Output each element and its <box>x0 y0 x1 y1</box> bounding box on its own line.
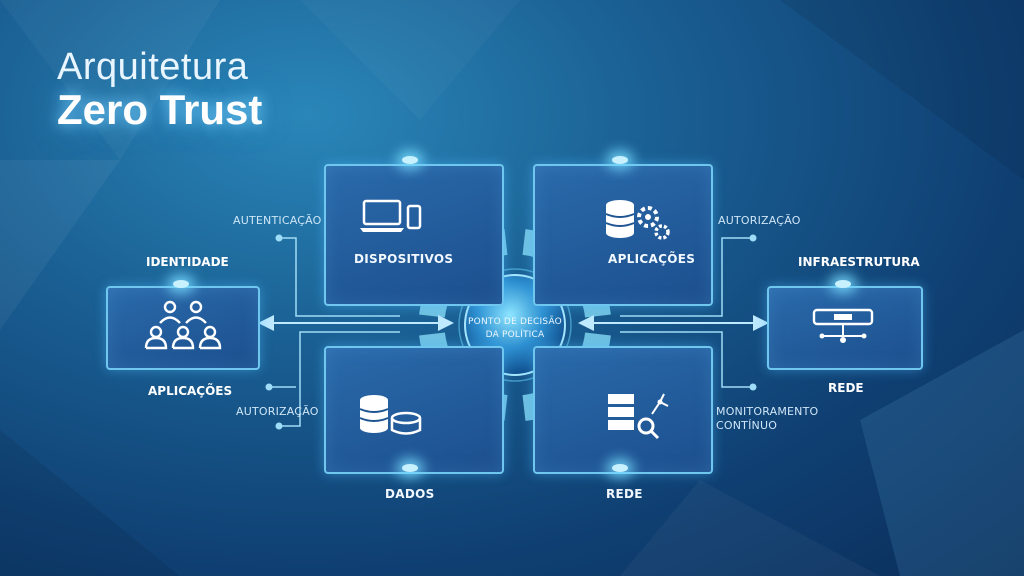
panel-label-dispositivos: DISPOSITIVOS <box>354 252 454 266</box>
title-line2: Zero Trust <box>57 86 263 133</box>
glow-bottom-right <box>612 464 628 472</box>
label-aplicacoes-left: APLICAÇÕES <box>148 384 233 398</box>
connector-autorizacao-right: AUTORIZAÇÃO <box>718 214 801 227</box>
glow-bottom-left <box>402 464 418 472</box>
panel-rede <box>533 346 713 474</box>
label-dados: DADOS <box>385 487 435 501</box>
network-device-icon <box>812 308 874 343</box>
database-gears-icon <box>605 200 670 240</box>
users-group-icon <box>144 300 222 350</box>
panel-dispositivos <box>324 164 504 306</box>
label-rede-right: REDE <box>828 381 864 395</box>
laptop-phone-icon <box>360 199 422 232</box>
glow-top-right <box>612 156 628 164</box>
glow-right-box <box>835 280 851 288</box>
glow-left-box <box>173 280 189 288</box>
label-infraestrutura: INFRAESTRUTURA <box>798 255 920 269</box>
label-rede: REDE <box>606 487 643 501</box>
connector-autenticacao: AUTENTICAÇÃO <box>233 214 322 227</box>
center-label-line2: DA POLÍTICA <box>485 330 545 340</box>
center-label-line1: PONTO DE DECISÃO <box>468 317 562 327</box>
connector-monitoramento: MONITORAMENTO <box>716 405 819 418</box>
panel-label-aplicacoes: APLICAÇÕES <box>608 252 696 266</box>
server-network-icon <box>608 393 669 440</box>
glow-top-left <box>402 156 418 164</box>
title-line1: Arquitetura <box>57 46 249 88</box>
panel-dados <box>324 346 504 474</box>
connector-autorizacao-left: AUTORIZAÇÃO <box>236 405 319 418</box>
connector-continuo: CONTÍNUO <box>716 419 778 432</box>
policy-decision-point: PONTO DE DECISÃO DA POLÍTICA <box>465 316 565 342</box>
label-identidade: IDENTIDADE <box>146 255 229 269</box>
database-storage-icon <box>359 395 422 435</box>
